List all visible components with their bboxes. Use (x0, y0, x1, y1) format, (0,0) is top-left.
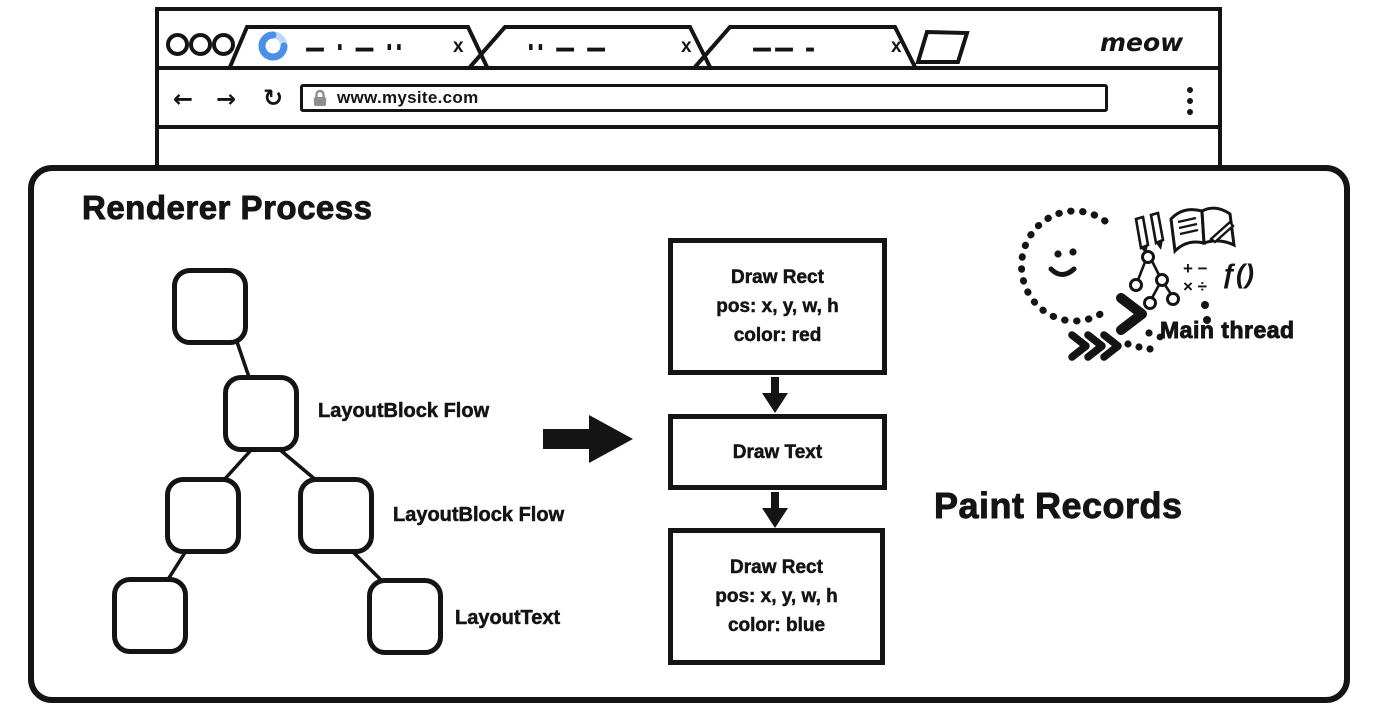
pencils-icon (1134, 211, 1165, 254)
paint-record-box-3: Draw Rect pos: x, y, w, h color: blue (668, 528, 885, 665)
tab-close-icon[interactable]: x (453, 36, 464, 57)
book-icon (1169, 206, 1236, 255)
tab-outlines (228, 25, 970, 69)
address-bar[interactable]: www.mysite.com (300, 84, 1108, 112)
math-symbols: × ÷ (1183, 277, 1207, 296)
smiley-mouth (1048, 266, 1077, 277)
window-control-icon[interactable] (166, 33, 189, 56)
reload-icon[interactable]: ↻ (263, 84, 284, 112)
tab-close-icon[interactable]: x (891, 36, 902, 57)
function-doodle: ƒ() (1221, 259, 1254, 289)
tab-3[interactable]: —— – x (730, 27, 915, 67)
lock-icon (314, 89, 326, 106)
tab-2[interactable]: ·· — — x (505, 27, 710, 67)
tree-node-label: LayoutBlock Flow (393, 504, 565, 527)
dotted-ellipse (1018, 207, 1109, 325)
main-thread-doodle: + − × ÷ ƒ() (1018, 206, 1254, 361)
toolbar (159, 66, 1218, 129)
browser-chrome: — · — ·· x ·· — — x —— – x meow ← → ↻ (159, 11, 1218, 167)
kebab-menu-icon[interactable] (1187, 82, 1193, 120)
tree-node-label: LayoutBlock Flow (318, 400, 490, 423)
tab-title-scribble: — · — ·· (305, 28, 405, 66)
renderer-process-title: Renderer Process (82, 189, 373, 227)
paint-record-line: Draw Text (732, 441, 823, 463)
layout-tree-node (165, 477, 241, 554)
back-icon[interactable]: ← (173, 85, 194, 113)
smiley-eye (1069, 248, 1077, 256)
smiley-eye (1054, 250, 1062, 258)
layout-tree-node (367, 578, 443, 655)
paint-record-box-1: Draw Rect pos: x, y, w, h color: red (668, 238, 887, 375)
down-arrow-icon (762, 377, 788, 413)
tab-strip (159, 11, 1218, 70)
paint-records-label: Paint Records (934, 485, 1183, 527)
new-tab-button[interactable] (918, 32, 968, 62)
browser-window: — · — ·· x ·· — — x —— – x meow ← → ↻ (155, 7, 1222, 171)
tree-node-label: LayoutText (455, 607, 561, 630)
tab-title-scribble: —— – (752, 28, 817, 66)
down-arrow-icon (762, 492, 788, 528)
layout-tree-node (223, 375, 299, 452)
brand-logo: meow (1100, 28, 1184, 57)
loading-spinner-icon (258, 31, 288, 61)
main-thread-label: Main thread (1160, 317, 1295, 344)
forward-icon[interactable]: → (216, 85, 237, 113)
math-symbols: + − (1183, 259, 1208, 278)
paint-record-line: Draw Rect (731, 267, 824, 289)
window-control-icon[interactable] (212, 33, 235, 56)
paint-record-line: pos: x, y, w, h (716, 296, 839, 318)
layout-tree-node (298, 477, 374, 554)
window-control-icon[interactable] (189, 33, 212, 56)
transform-arrow-icon (543, 415, 633, 463)
renderer-process-box: Renderer Process LayoutBlock Flow Layout… (28, 165, 1350, 703)
new-tab-icon (915, 29, 970, 64)
tab-1[interactable]: — · — ·· x (247, 27, 487, 67)
paint-record-line: color: red (733, 325, 822, 347)
dom-tree-icon (1129, 250, 1180, 310)
paint-record-line: color: blue (727, 615, 826, 637)
paint-record-line: Draw Rect (730, 557, 823, 579)
layout-tree-node (172, 268, 248, 345)
tab-close-icon[interactable]: x (681, 36, 692, 57)
triple-chevron-icon (1068, 331, 1122, 361)
paint-record-box-2: Draw Text (668, 414, 887, 490)
tab-title-scribble: ·· — — (527, 28, 609, 66)
url-text: www.mysite.com (337, 88, 479, 107)
paint-record-line: pos: x, y, w, h (715, 586, 838, 608)
layout-tree-node (112, 577, 188, 654)
chevron-icon (1116, 293, 1147, 335)
